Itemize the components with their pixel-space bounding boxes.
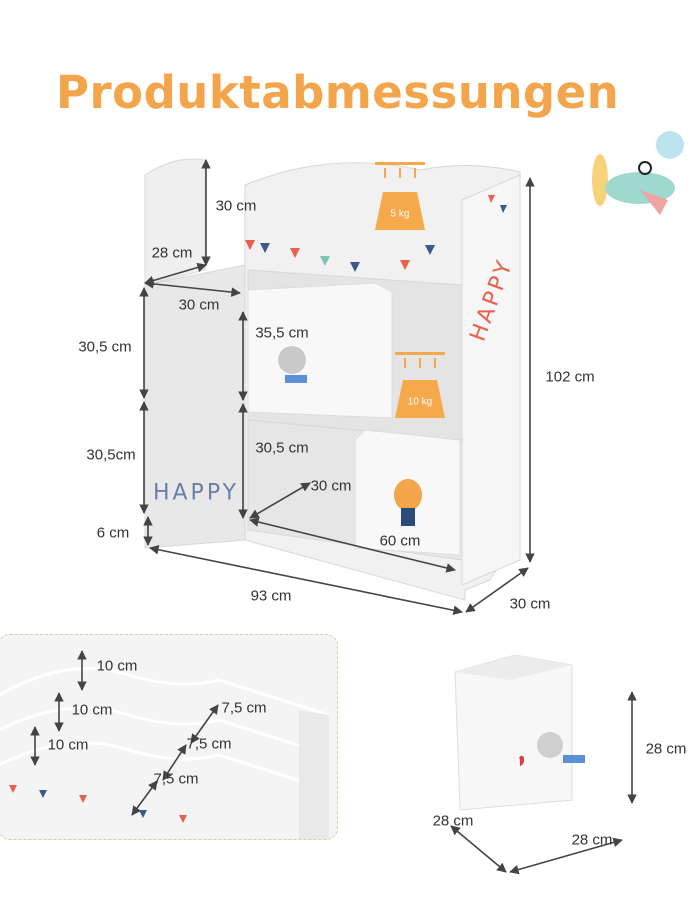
detail-depth-2: 7,5 cm (186, 735, 232, 753)
weight-label-top: 5 kg (390, 208, 410, 220)
page-title: Produktabmessungen (56, 66, 620, 119)
dim-box-height: 35,5 cm (255, 324, 309, 342)
box-height: 28 cm (645, 740, 687, 758)
box-width: 28 cm (571, 831, 613, 849)
dim-total-width: 93 cm (250, 587, 292, 605)
dim-right-lower-height: 30,5 cm (255, 439, 309, 457)
detail-height-2: 10 cm (71, 701, 113, 719)
dim-lower-width: 60 cm (379, 532, 421, 550)
detail-depth-1: 7,5 cm (221, 699, 267, 717)
box-dimension-arrows (450, 691, 637, 875)
dim-cube-width: 30 cm (178, 296, 220, 314)
detail-height-1: 10 cm (96, 657, 138, 675)
detail-depth-3: 7,5 cm (153, 770, 199, 788)
book-rack-detail (0, 650, 330, 839)
detail-inset: 10 cm 10 cm 10 cm 7,5 cm 7,5 cm 7,5 cm (0, 634, 338, 840)
dim-total-depth: 30 cm (509, 595, 551, 613)
dim-lower-depth: 30 cm (310, 477, 352, 495)
dim-total-height: 102 cm (545, 368, 595, 386)
airplane-decoration (592, 131, 684, 215)
storage-box-single (454, 654, 585, 811)
dimension-arrows (139, 159, 535, 615)
weight-label-middle: 10 kg (407, 396, 433, 408)
happy-front-text: HAPPY (152, 480, 240, 506)
box-depth: 28 cm (432, 812, 474, 830)
bunting-decoration (245, 195, 507, 272)
dim-top-depth: 28 cm (151, 244, 193, 262)
dim-left-upper-height: 30,5 cm (78, 338, 132, 356)
dim-top-height: 30 cm (215, 197, 257, 215)
storage-box-upper (247, 282, 393, 419)
detail-height-3: 10 cm (47, 736, 89, 754)
weight-icon-middle (395, 352, 445, 418)
weight-icon-top (375, 162, 425, 230)
dim-left-lower-height: 30,5cm (86, 446, 136, 464)
dim-feet-height: 6 cm (96, 524, 130, 542)
